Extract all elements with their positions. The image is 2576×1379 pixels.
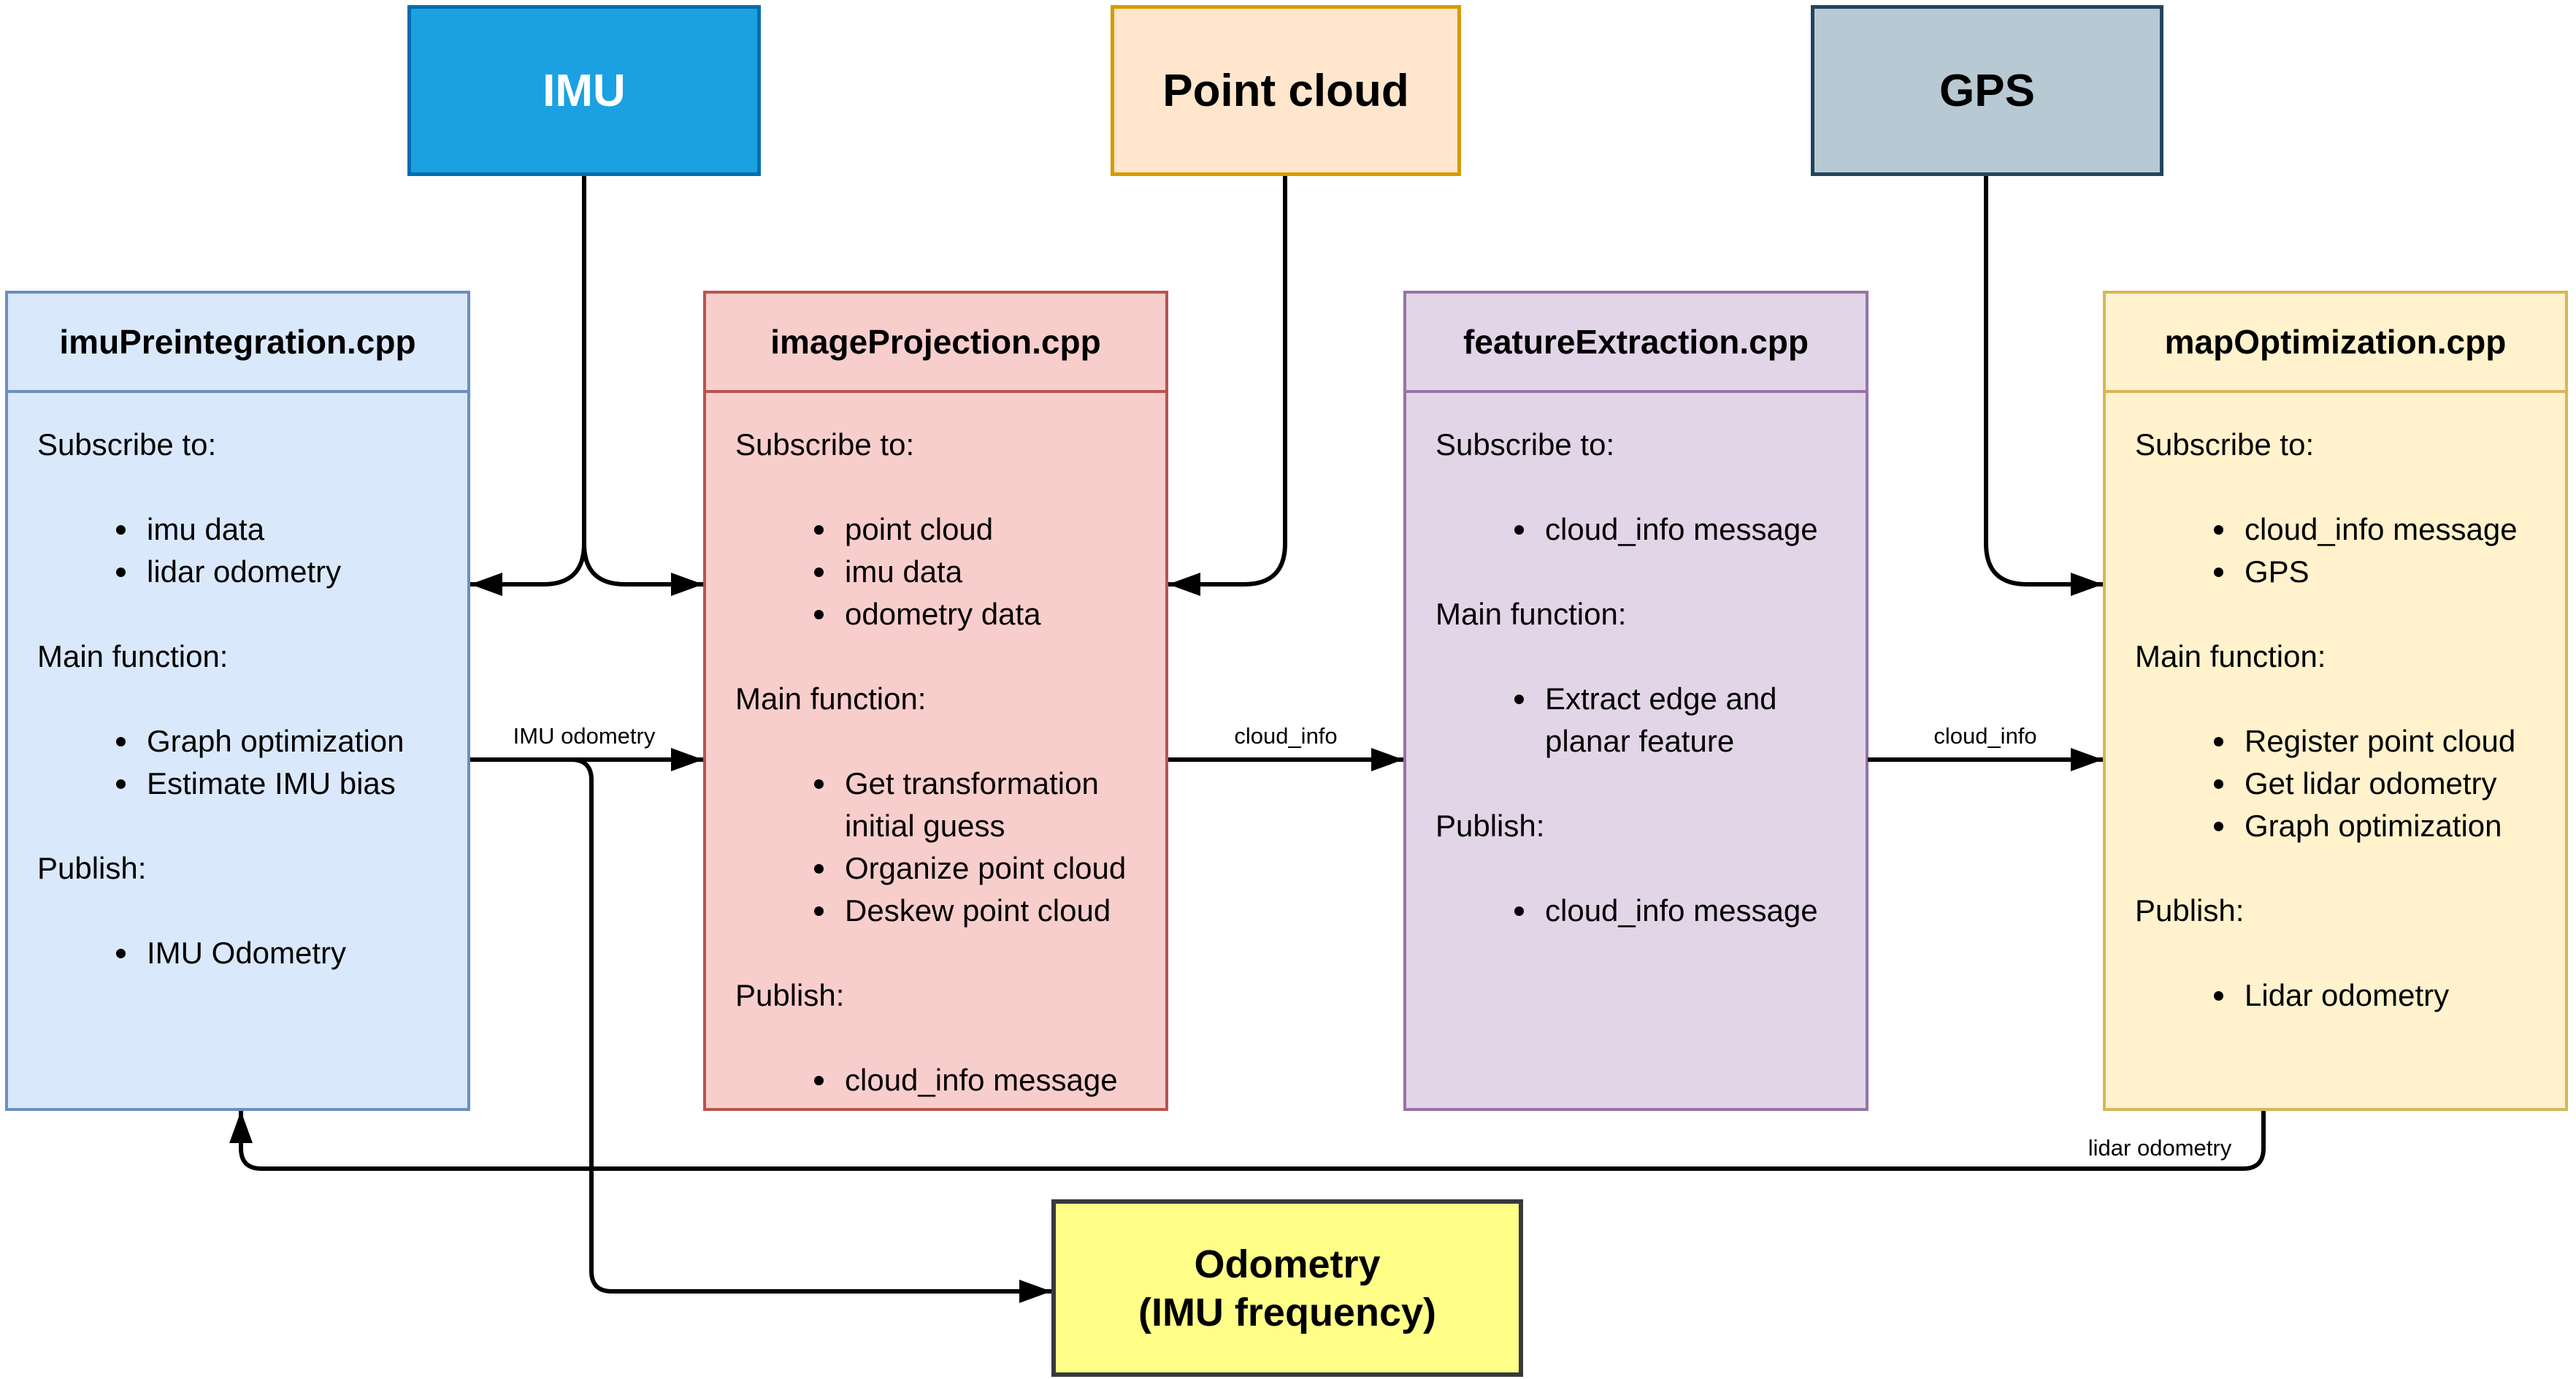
section-label-publish: Publish: — [735, 978, 845, 1012]
output-box-odometry: Odometry (IMU frequency) — [1051, 1199, 1523, 1377]
list-item: Deskew point cloud — [706, 890, 1158, 932]
section-label-main-function: Main function: — [1435, 597, 1627, 631]
section-label-main-function: Main function: — [37, 639, 229, 673]
bullet-icon — [814, 906, 824, 916]
list-item: Lidar odometry — [2106, 974, 2558, 1017]
bullet-icon — [2214, 822, 2223, 831]
list-item: cloud_info message — [2106, 508, 2558, 551]
list-item: cloud_info message — [706, 1059, 1158, 1101]
list-item: Graph optimization — [8, 720, 460, 763]
module-title: mapOptimization.cpp — [2106, 294, 2565, 393]
source-box-gps: GPS — [1811, 5, 2163, 176]
list-item: lidar odometry — [8, 551, 460, 593]
edge-label-imu-odometry: IMU odometry — [513, 723, 656, 749]
list-item: odometry data — [706, 593, 1158, 635]
edge-label-lidar-odometry: lidar odometry — [2088, 1135, 2232, 1161]
section-label-subscribe: Subscribe to: — [2135, 427, 2315, 462]
module-body: Subscribe to: imu data lidar odometry Ma… — [8, 393, 467, 1111]
bullet-icon — [814, 779, 824, 789]
edge-gps-to-map-optimization — [1984, 176, 2103, 596]
publish-list: IMU Odometry — [8, 932, 460, 974]
bullet-icon — [814, 610, 824, 619]
main-function-list: Register point cloud Get lidar odometry … — [2106, 720, 2558, 847]
section-label-publish: Publish: — [1435, 809, 1545, 843]
publish-list: Lidar odometry — [2106, 974, 2558, 1017]
module-box-feature-extraction: featureExtraction.cpp Subscribe to: clou… — [1403, 291, 1868, 1111]
subscribe-list: cloud_info message — [1406, 508, 1858, 551]
bullet-icon — [2214, 568, 2223, 577]
bullet-icon — [1514, 525, 1524, 535]
edge-imu-to-imu-preintegration — [470, 543, 586, 596]
module-body: Subscribe to: cloud_info message Main fu… — [1406, 393, 1866, 1111]
section-label-main-function: Main function: — [735, 681, 927, 716]
list-item: cloud_info message — [1406, 890, 1858, 932]
list-item: imu data — [8, 508, 460, 551]
module-box-image-projection: imageProjection.cpp Subscribe to: point … — [703, 291, 1168, 1111]
bullet-icon — [116, 779, 126, 789]
section-label-subscribe: Subscribe to: — [1435, 427, 1615, 462]
section-label-publish: Publish: — [2135, 893, 2245, 928]
module-title: imageProjection.cpp — [706, 294, 1165, 393]
edge-lidar-odometry-feedback — [229, 1111, 2266, 1171]
edge-imu-to-image-projection — [582, 543, 703, 596]
main-function-list: Graph optimization Estimate IMU bias — [8, 720, 460, 805]
section-label-publish: Publish: — [37, 851, 147, 885]
list-item: GPS — [2106, 551, 2558, 593]
bullet-icon — [814, 864, 824, 874]
bullet-icon — [2214, 525, 2223, 535]
source-label-gps: GPS — [1939, 65, 2035, 116]
bullet-icon — [1514, 695, 1524, 704]
main-function-list: Get transformation initial guess Organiz… — [706, 763, 1158, 932]
list-item: Get transformation initial guess — [706, 763, 1158, 847]
list-item: Graph optimization — [2106, 805, 2558, 847]
section-label-subscribe: Subscribe to: — [37, 427, 217, 462]
list-item: Extract edge and planar feature — [1406, 678, 1858, 763]
bullet-icon — [2214, 737, 2223, 746]
publish-list: cloud_info message — [706, 1059, 1158, 1101]
list-item: Estimate IMU bias — [8, 763, 460, 805]
bullet-icon — [2214, 779, 2223, 789]
output-label-line2: (IMU frequency) — [1138, 1290, 1437, 1334]
list-item: Register point cloud — [2106, 720, 2558, 763]
list-item: imu data — [706, 551, 1158, 593]
list-item: cloud_info message — [1406, 508, 1858, 551]
module-title: featureExtraction.cpp — [1406, 294, 1866, 393]
bullet-icon — [116, 737, 126, 746]
section-label-subscribe: Subscribe to: — [735, 427, 915, 462]
list-item: point cloud — [706, 508, 1158, 551]
bullet-icon — [116, 949, 126, 958]
list-item: Get lidar odometry — [2106, 763, 2558, 805]
section-label-main-function: Main function: — [2135, 639, 2326, 673]
bullet-icon — [116, 568, 126, 577]
source-box-point-cloud: Point cloud — [1111, 5, 1461, 176]
publish-list: cloud_info message — [1406, 890, 1858, 932]
edge-label-cloud-info-1: cloud_info — [1234, 723, 1337, 749]
subscribe-list: imu data lidar odometry — [8, 508, 460, 593]
edge-label-cloud-info-2: cloud_info — [1933, 723, 2036, 749]
bullet-icon — [814, 525, 824, 535]
bullet-icon — [116, 525, 126, 535]
module-box-imu-preintegration: imuPreintegration.cpp Subscribe to: imu … — [5, 291, 470, 1111]
source-label-imu: IMU — [543, 65, 626, 116]
subscribe-list: point cloud imu data odometry data — [706, 508, 1158, 635]
subscribe-list: cloud_info message GPS — [2106, 508, 2558, 593]
bullet-icon — [1514, 906, 1524, 916]
module-box-map-optimization: mapOptimization.cpp Subscribe to: cloud_… — [2103, 291, 2568, 1111]
list-item: IMU Odometry — [8, 932, 460, 974]
main-function-list: Extract edge and planar feature — [1406, 678, 1858, 763]
module-title: imuPreintegration.cpp — [8, 294, 467, 393]
bullet-icon — [814, 568, 824, 577]
source-label-point-cloud: Point cloud — [1162, 65, 1409, 116]
list-item: Organize point cloud — [706, 847, 1158, 890]
module-body: Subscribe to: cloud_info message GPS Mai… — [2106, 393, 2565, 1111]
output-label-line1: Odometry — [1194, 1242, 1381, 1286]
bullet-icon — [2214, 991, 2223, 1001]
edge-point-cloud-to-image-projection — [1168, 176, 1287, 596]
module-body: Subscribe to: point cloud imu data odome… — [706, 393, 1165, 1111]
source-box-imu: IMU — [407, 5, 761, 176]
bullet-icon — [814, 1076, 824, 1085]
